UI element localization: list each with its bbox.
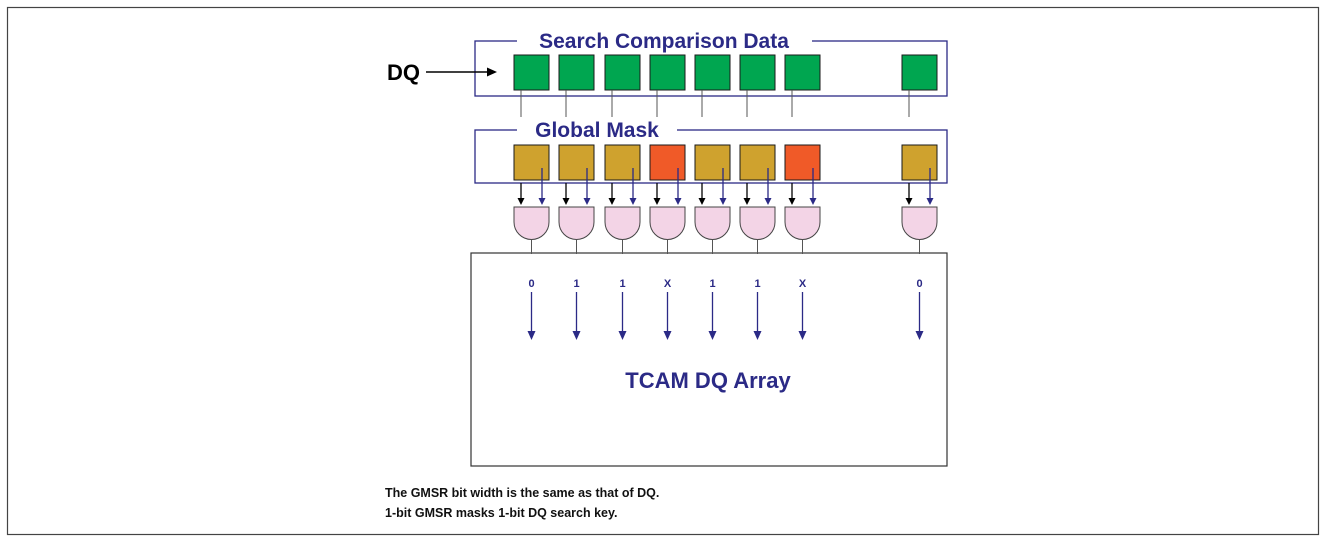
and-gate — [604, 206, 641, 240]
mask-bit-unmasked — [513, 144, 550, 181]
array-arrowhead — [663, 331, 672, 340]
search-bit — [513, 54, 550, 91]
search-comparison-title: Search Comparison Data — [539, 30, 789, 53]
output-bit-label: 0 — [916, 278, 922, 290]
mask-input-arrowhead — [809, 198, 817, 205]
data-input-arrowhead — [905, 198, 913, 205]
array-arrowhead — [798, 331, 807, 340]
array-arrowhead — [753, 331, 762, 340]
dq-label: DQ — [387, 60, 420, 85]
note-line-2: 1-bit GMSR masks 1-bit DQ search key. — [385, 506, 618, 520]
array-arrowhead — [527, 331, 536, 340]
data-input-arrowhead — [653, 198, 661, 205]
data-input-arrowhead — [517, 198, 525, 205]
mask-bit-unmasked — [901, 144, 938, 181]
output-bit-label: 1 — [709, 278, 715, 290]
output-bit-label: 1 — [754, 278, 760, 290]
output-bit-label: X — [664, 278, 672, 290]
search-bit — [604, 54, 641, 91]
output-bit-label: 1 — [619, 278, 625, 290]
mask-input-arrowhead — [926, 198, 934, 205]
and-gate — [901, 206, 938, 240]
search-bit — [901, 54, 938, 91]
data-input-arrowhead — [562, 198, 570, 205]
and-gate — [513, 206, 550, 240]
mask-bit-masked — [649, 144, 686, 181]
output-bit-label: X — [799, 278, 807, 290]
outer-frame — [6, 6, 1320, 536]
mask-input-arrowhead — [764, 198, 772, 205]
mask-input-arrowhead — [583, 198, 591, 205]
search-title-bg — [517, 28, 812, 52]
and-gate — [739, 206, 776, 240]
tcam-array-title: TCAM DQ Array — [625, 368, 791, 393]
array-arrowhead — [915, 331, 924, 340]
bit-columns: 0 1 1 X 1 1 X 0 — [513, 54, 938, 340]
and-gate — [694, 206, 731, 240]
array-arrowhead — [618, 331, 627, 340]
data-input-arrowhead — [743, 198, 751, 205]
data-input-arrowhead — [608, 198, 616, 205]
array-arrowhead — [708, 331, 717, 340]
array-arrowhead — [572, 331, 581, 340]
output-bit-label: 0 — [528, 278, 534, 290]
search-bit — [649, 54, 686, 91]
mask-title-bg — [517, 117, 677, 141]
and-gate — [558, 206, 595, 240]
and-gate — [649, 206, 686, 240]
search-bit — [739, 54, 776, 91]
mask-input-arrowhead — [674, 198, 682, 205]
and-gate — [784, 206, 821, 240]
mask-input-arrowhead — [629, 198, 637, 205]
mask-bit-unmasked — [558, 144, 595, 181]
output-bit-label: 1 — [573, 278, 579, 290]
search-bit — [784, 54, 821, 91]
mask-input-arrowhead — [719, 198, 727, 205]
data-input-arrowhead — [698, 198, 706, 205]
mask-bit-unmasked — [604, 144, 641, 181]
data-input-arrowhead — [788, 198, 796, 205]
mask-input-arrowhead — [538, 198, 546, 205]
mask-bit-masked — [784, 144, 821, 181]
search-bit — [558, 54, 595, 91]
tcam-array-box — [470, 252, 948, 467]
mask-bit-unmasked — [694, 144, 731, 181]
search-bit — [694, 54, 731, 91]
dq-arrow-head — [487, 67, 497, 77]
note-line-1: The GMSR bit width is the same as that o… — [385, 486, 659, 500]
global-mask-title: Global Mask — [535, 119, 659, 142]
mask-bit-unmasked — [739, 144, 776, 181]
global-mask-box — [474, 129, 948, 184]
